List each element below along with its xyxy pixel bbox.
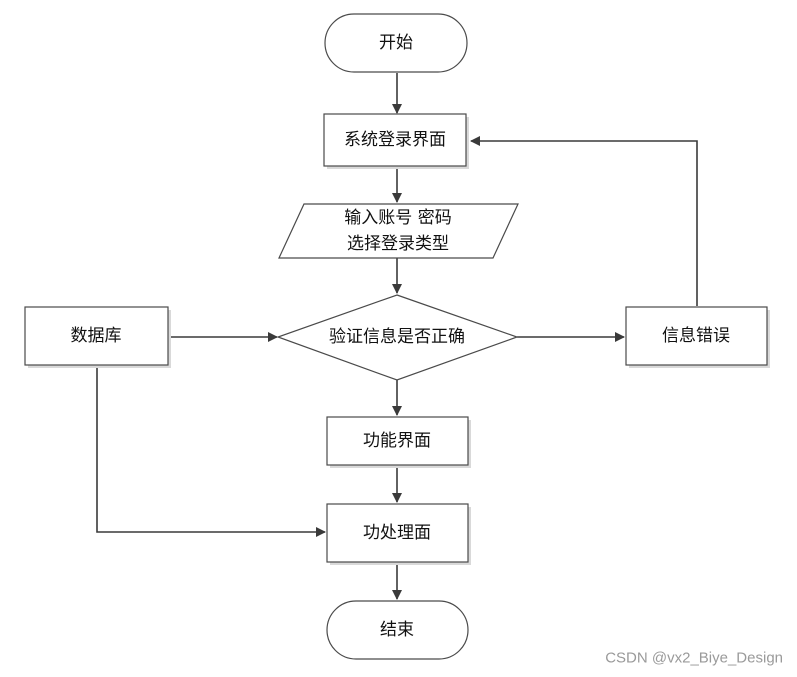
database-node: 数据库 (24, 306, 171, 368)
edges (96, 73, 698, 600)
database-label: 数据库 (71, 326, 122, 346)
csdn-watermark: CSDN @vx2_Biye_Design (605, 650, 783, 667)
edge-error-to-login (470, 136, 698, 306)
verify-label: 验证信息是否正确 (329, 327, 465, 347)
end-node: 结束 (326, 600, 469, 660)
login-node: 系统登录界面 (323, 113, 469, 169)
error-label: 信息错误 (662, 326, 730, 346)
end-label: 结束 (380, 620, 414, 640)
login-label: 系统登录界面 (344, 130, 446, 150)
input-node: 输入账号 密码 选择登录类型 (278, 203, 519, 259)
input-label-line2: 选择登录类型 (347, 234, 449, 254)
function-label: 功能界面 (363, 431, 431, 451)
start-node: 开始 (324, 13, 468, 73)
function-node: 功能界面 (326, 416, 471, 468)
input-label-line1: 输入账号 密码 (344, 208, 451, 228)
start-label: 开始 (379, 33, 413, 53)
process-node: 功处理面 (326, 503, 471, 565)
edge-database-to-process (96, 368, 326, 537)
verify-node: 验证信息是否正确 (276, 294, 519, 381)
error-node: 信息错误 (625, 306, 770, 368)
process-label: 功处理面 (363, 523, 431, 543)
